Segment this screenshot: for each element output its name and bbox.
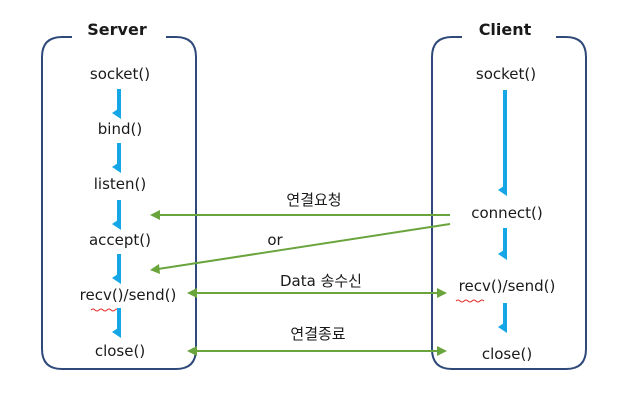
- data-exchange-label: Data 송수신: [280, 272, 362, 290]
- client-step-recv-send: recv()/send(): [459, 277, 556, 295]
- client-recv-spellcheck-underline: [455, 299, 485, 303]
- server-step-socket: socket(): [90, 65, 150, 83]
- close-connection-arrow: [187, 346, 447, 356]
- client-box: [431, 36, 587, 370]
- connect-request-arrow: [150, 210, 450, 220]
- server-box: [41, 36, 197, 370]
- server-recv-spellcheck-underline: [90, 308, 120, 312]
- server-step-bind: bind(): [98, 120, 142, 138]
- close-connection-label: 연결종료: [290, 325, 345, 343]
- or-label: or: [267, 231, 283, 249]
- client-step-close: close(): [482, 345, 532, 363]
- server-step-close: close(): [95, 342, 145, 360]
- server-step-recv-send: recv()/send(): [80, 286, 177, 304]
- server-step-accept: accept(): [89, 231, 151, 249]
- data-exchange-arrow: [187, 288, 447, 298]
- or-connect-arrow: [150, 223, 451, 274]
- client-step-socket: socket(): [476, 65, 536, 83]
- connect-request-label: 연결요청: [286, 191, 341, 209]
- client-title: Client: [479, 20, 532, 39]
- server-title: Server: [87, 20, 147, 39]
- client-step-connect: connect(): [471, 204, 543, 222]
- server-step-listen: listen(): [94, 175, 146, 193]
